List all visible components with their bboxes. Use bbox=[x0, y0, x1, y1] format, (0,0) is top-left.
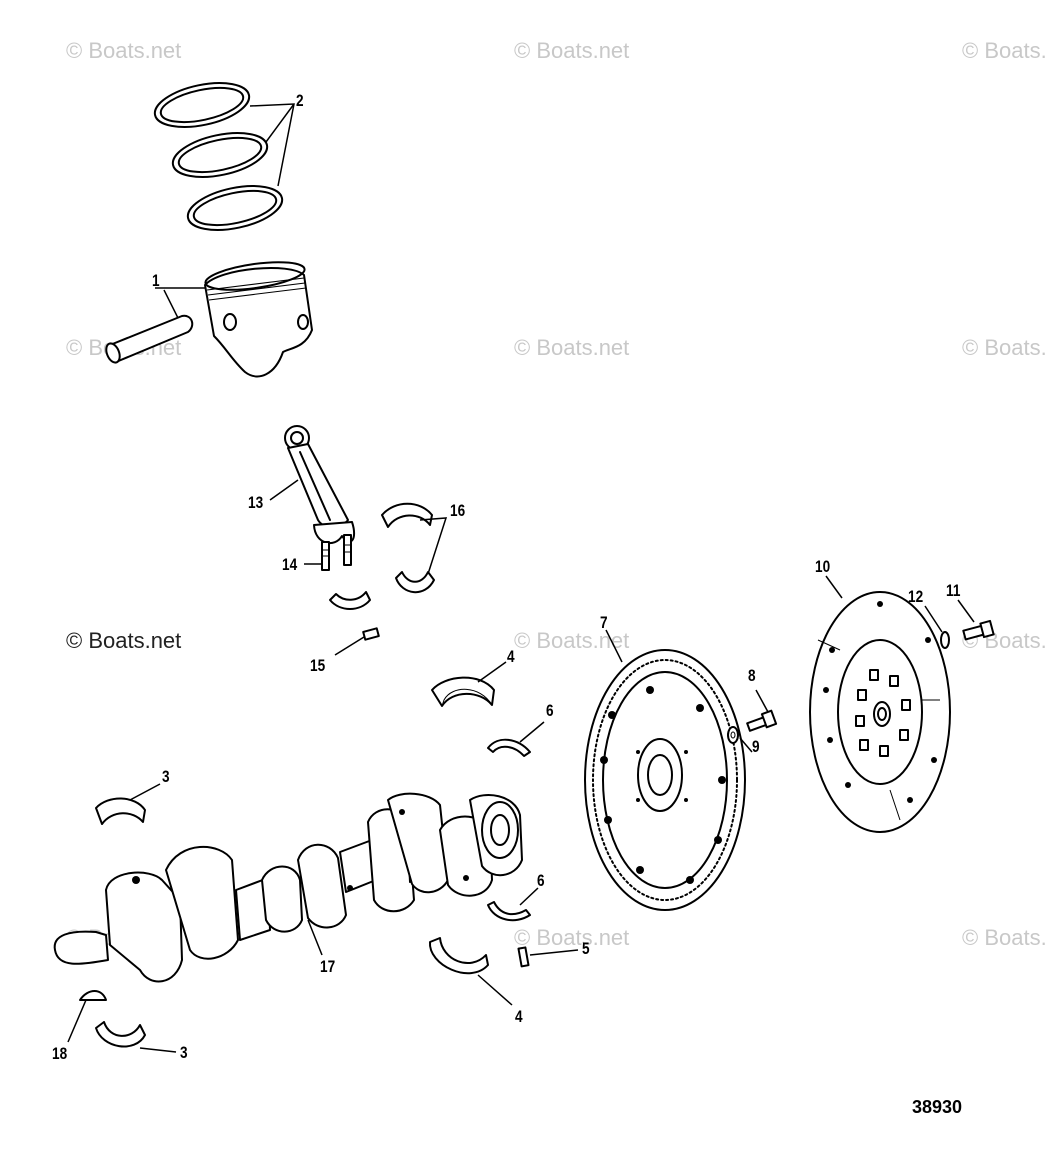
flexplate[interactable] bbox=[584, 649, 746, 911]
callout-3-lower: 3 bbox=[180, 1043, 188, 1062]
callout-2: 2 bbox=[296, 91, 304, 110]
piston[interactable] bbox=[204, 257, 313, 378]
wrist-pin[interactable] bbox=[104, 314, 194, 365]
thrust-washer-upper[interactable] bbox=[487, 738, 531, 757]
dowel-pin[interactable] bbox=[362, 627, 380, 641]
callout-6-upper: 6 bbox=[546, 701, 554, 720]
flexplate-bolt[interactable] bbox=[746, 709, 778, 732]
callout-14: 14 bbox=[282, 555, 298, 574]
watermark-dark: © Boats.net bbox=[66, 628, 182, 653]
callout-3-upper: 3 bbox=[162, 767, 170, 786]
crankshaft[interactable] bbox=[53, 792, 523, 983]
callout-12: 12 bbox=[908, 587, 924, 606]
plate-bolt[interactable] bbox=[962, 619, 995, 641]
connecting-rod[interactable] bbox=[284, 425, 356, 545]
callout-11: 11 bbox=[946, 581, 961, 600]
thrust-washer-lower[interactable] bbox=[487, 901, 531, 922]
plate-washer[interactable] bbox=[940, 631, 950, 649]
rod-bolts[interactable] bbox=[321, 534, 352, 571]
main-bearing-left-lower[interactable] bbox=[95, 1021, 146, 1048]
callout-4-lower: 4 bbox=[515, 1007, 523, 1026]
drive-plate[interactable] bbox=[809, 591, 951, 833]
callout-10: 10 bbox=[815, 557, 831, 576]
callout-6-lower: 6 bbox=[537, 871, 545, 890]
figure-number: 38930 bbox=[912, 1097, 963, 1117]
alignment-pin[interactable] bbox=[517, 946, 530, 968]
piston-rings[interactable] bbox=[151, 75, 286, 237]
callout-5: 5 bbox=[582, 939, 590, 958]
callout-9: 9 bbox=[752, 737, 760, 756]
main-bearing-lower[interactable] bbox=[428, 937, 489, 975]
callout-16: 16 bbox=[450, 501, 466, 520]
crankshaft-key[interactable] bbox=[79, 990, 107, 1001]
flexplate-washer[interactable] bbox=[727, 726, 739, 744]
callout-18: 18 bbox=[52, 1044, 68, 1063]
callout-13: 13 bbox=[248, 493, 264, 512]
callout-7: 7 bbox=[600, 613, 608, 632]
callout-17: 17 bbox=[320, 957, 336, 976]
callout-4-upper: 4 bbox=[507, 647, 515, 666]
main-bearing-upper[interactable] bbox=[431, 676, 495, 707]
main-bearing-left-upper[interactable] bbox=[95, 797, 146, 825]
rod-bearing-upper[interactable] bbox=[381, 502, 433, 528]
callout-1: 1 bbox=[152, 271, 160, 290]
callout-8: 8 bbox=[748, 666, 756, 685]
rod-bearing-lower[interactable] bbox=[329, 571, 435, 610]
callout-15: 15 bbox=[310, 656, 326, 675]
